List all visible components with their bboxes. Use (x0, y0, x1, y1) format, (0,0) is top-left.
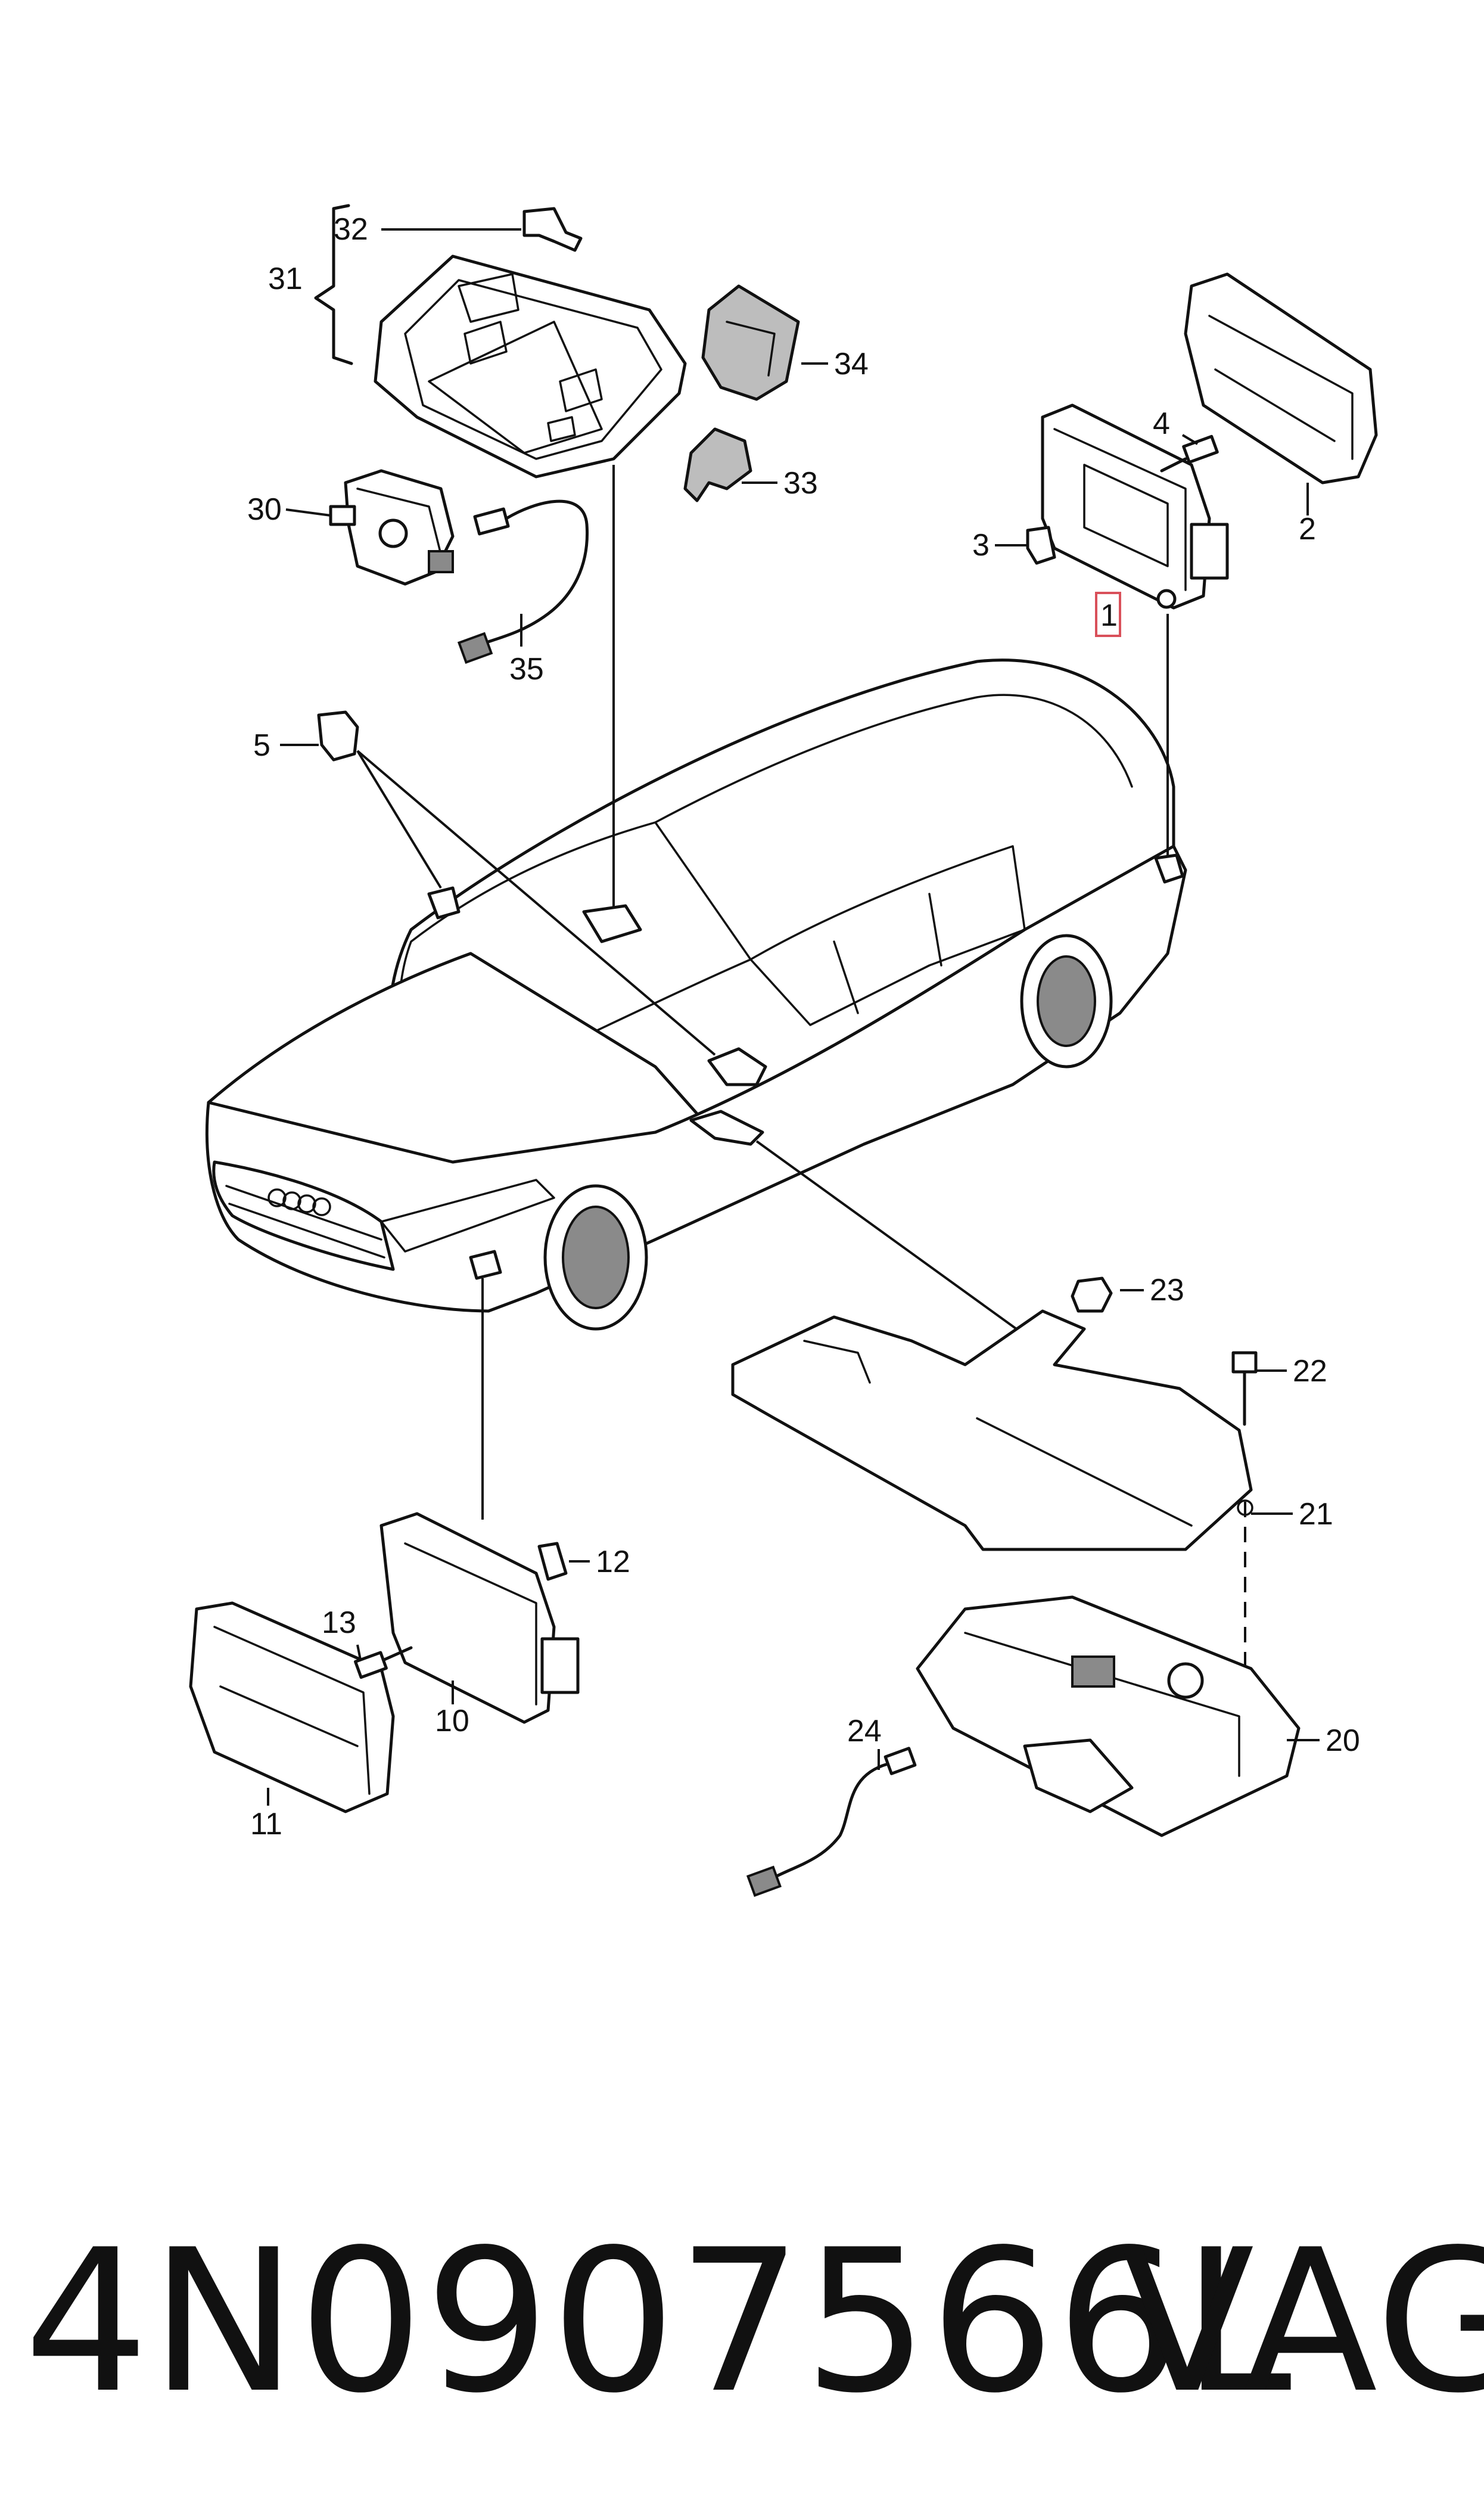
label-1: 1 (1100, 598, 1118, 633)
sensor-cap-5 (317, 710, 359, 762)
mounting-frame-11 (189, 1601, 395, 1813)
label-33: 33 (783, 466, 818, 501)
callout-labels: 32 31 34 33 30 35 5 4 2 3 1 23 22 21 20 … (247, 212, 1360, 1841)
highlight-box-1 (1095, 592, 1121, 637)
part-number-text: 4N0907566L (24, 2207, 1293, 2436)
label-24: 24 (847, 1714, 882, 1748)
footer: 4N0907566L VAG (24, 2207, 1484, 2436)
label-5: 5 (253, 728, 270, 763)
cable-24 (746, 1747, 917, 1897)
label-34: 34 (834, 347, 869, 381)
brand-text: VAG (1120, 2207, 1484, 2436)
screw-22 (1231, 1351, 1258, 1426)
clip-3 (1026, 526, 1056, 565)
label-3: 3 (972, 528, 990, 563)
label-35: 35 (509, 652, 544, 687)
mounting-frame-2 (1184, 272, 1378, 484)
roof-mount-bracket-31 (374, 254, 687, 479)
control-unit-1 (1041, 403, 1229, 610)
label-22: 22 (1293, 1354, 1327, 1389)
bracket-clip-32 (522, 207, 583, 252)
label-30: 30 (247, 492, 282, 527)
camera-sensor-30 (329, 469, 455, 586)
clip-12 (537, 1542, 568, 1581)
label-2: 2 (1299, 512, 1316, 546)
screw-4 (1160, 434, 1219, 473)
label-21: 21 (1299, 1497, 1333, 1532)
label-leaders (267, 228, 1320, 1806)
nut-23 (1071, 1276, 1113, 1313)
label-31: 31 (268, 262, 303, 296)
trim-cover-33 (683, 427, 752, 502)
label-13: 13 (322, 1605, 356, 1640)
label-23: 23 (1150, 1273, 1184, 1307)
underbody-panel-21 (731, 1309, 1253, 1551)
control-unit-10 (379, 1512, 580, 1724)
screw-13 (354, 1646, 413, 1679)
bracket-31-brace (314, 204, 353, 365)
leader-lines (356, 465, 1246, 1740)
label-20: 20 (1326, 1723, 1360, 1758)
trim-cover-34 (701, 284, 800, 401)
label-4: 4 (1153, 406, 1170, 441)
label-32: 32 (334, 212, 368, 247)
label-10: 10 (435, 1704, 469, 1738)
car-body (205, 659, 1187, 1331)
cable-35 (457, 499, 589, 664)
label-12: 12 (596, 1545, 630, 1579)
label-11: 11 (250, 1807, 282, 1841)
control-unit-20 (916, 1595, 1301, 1837)
